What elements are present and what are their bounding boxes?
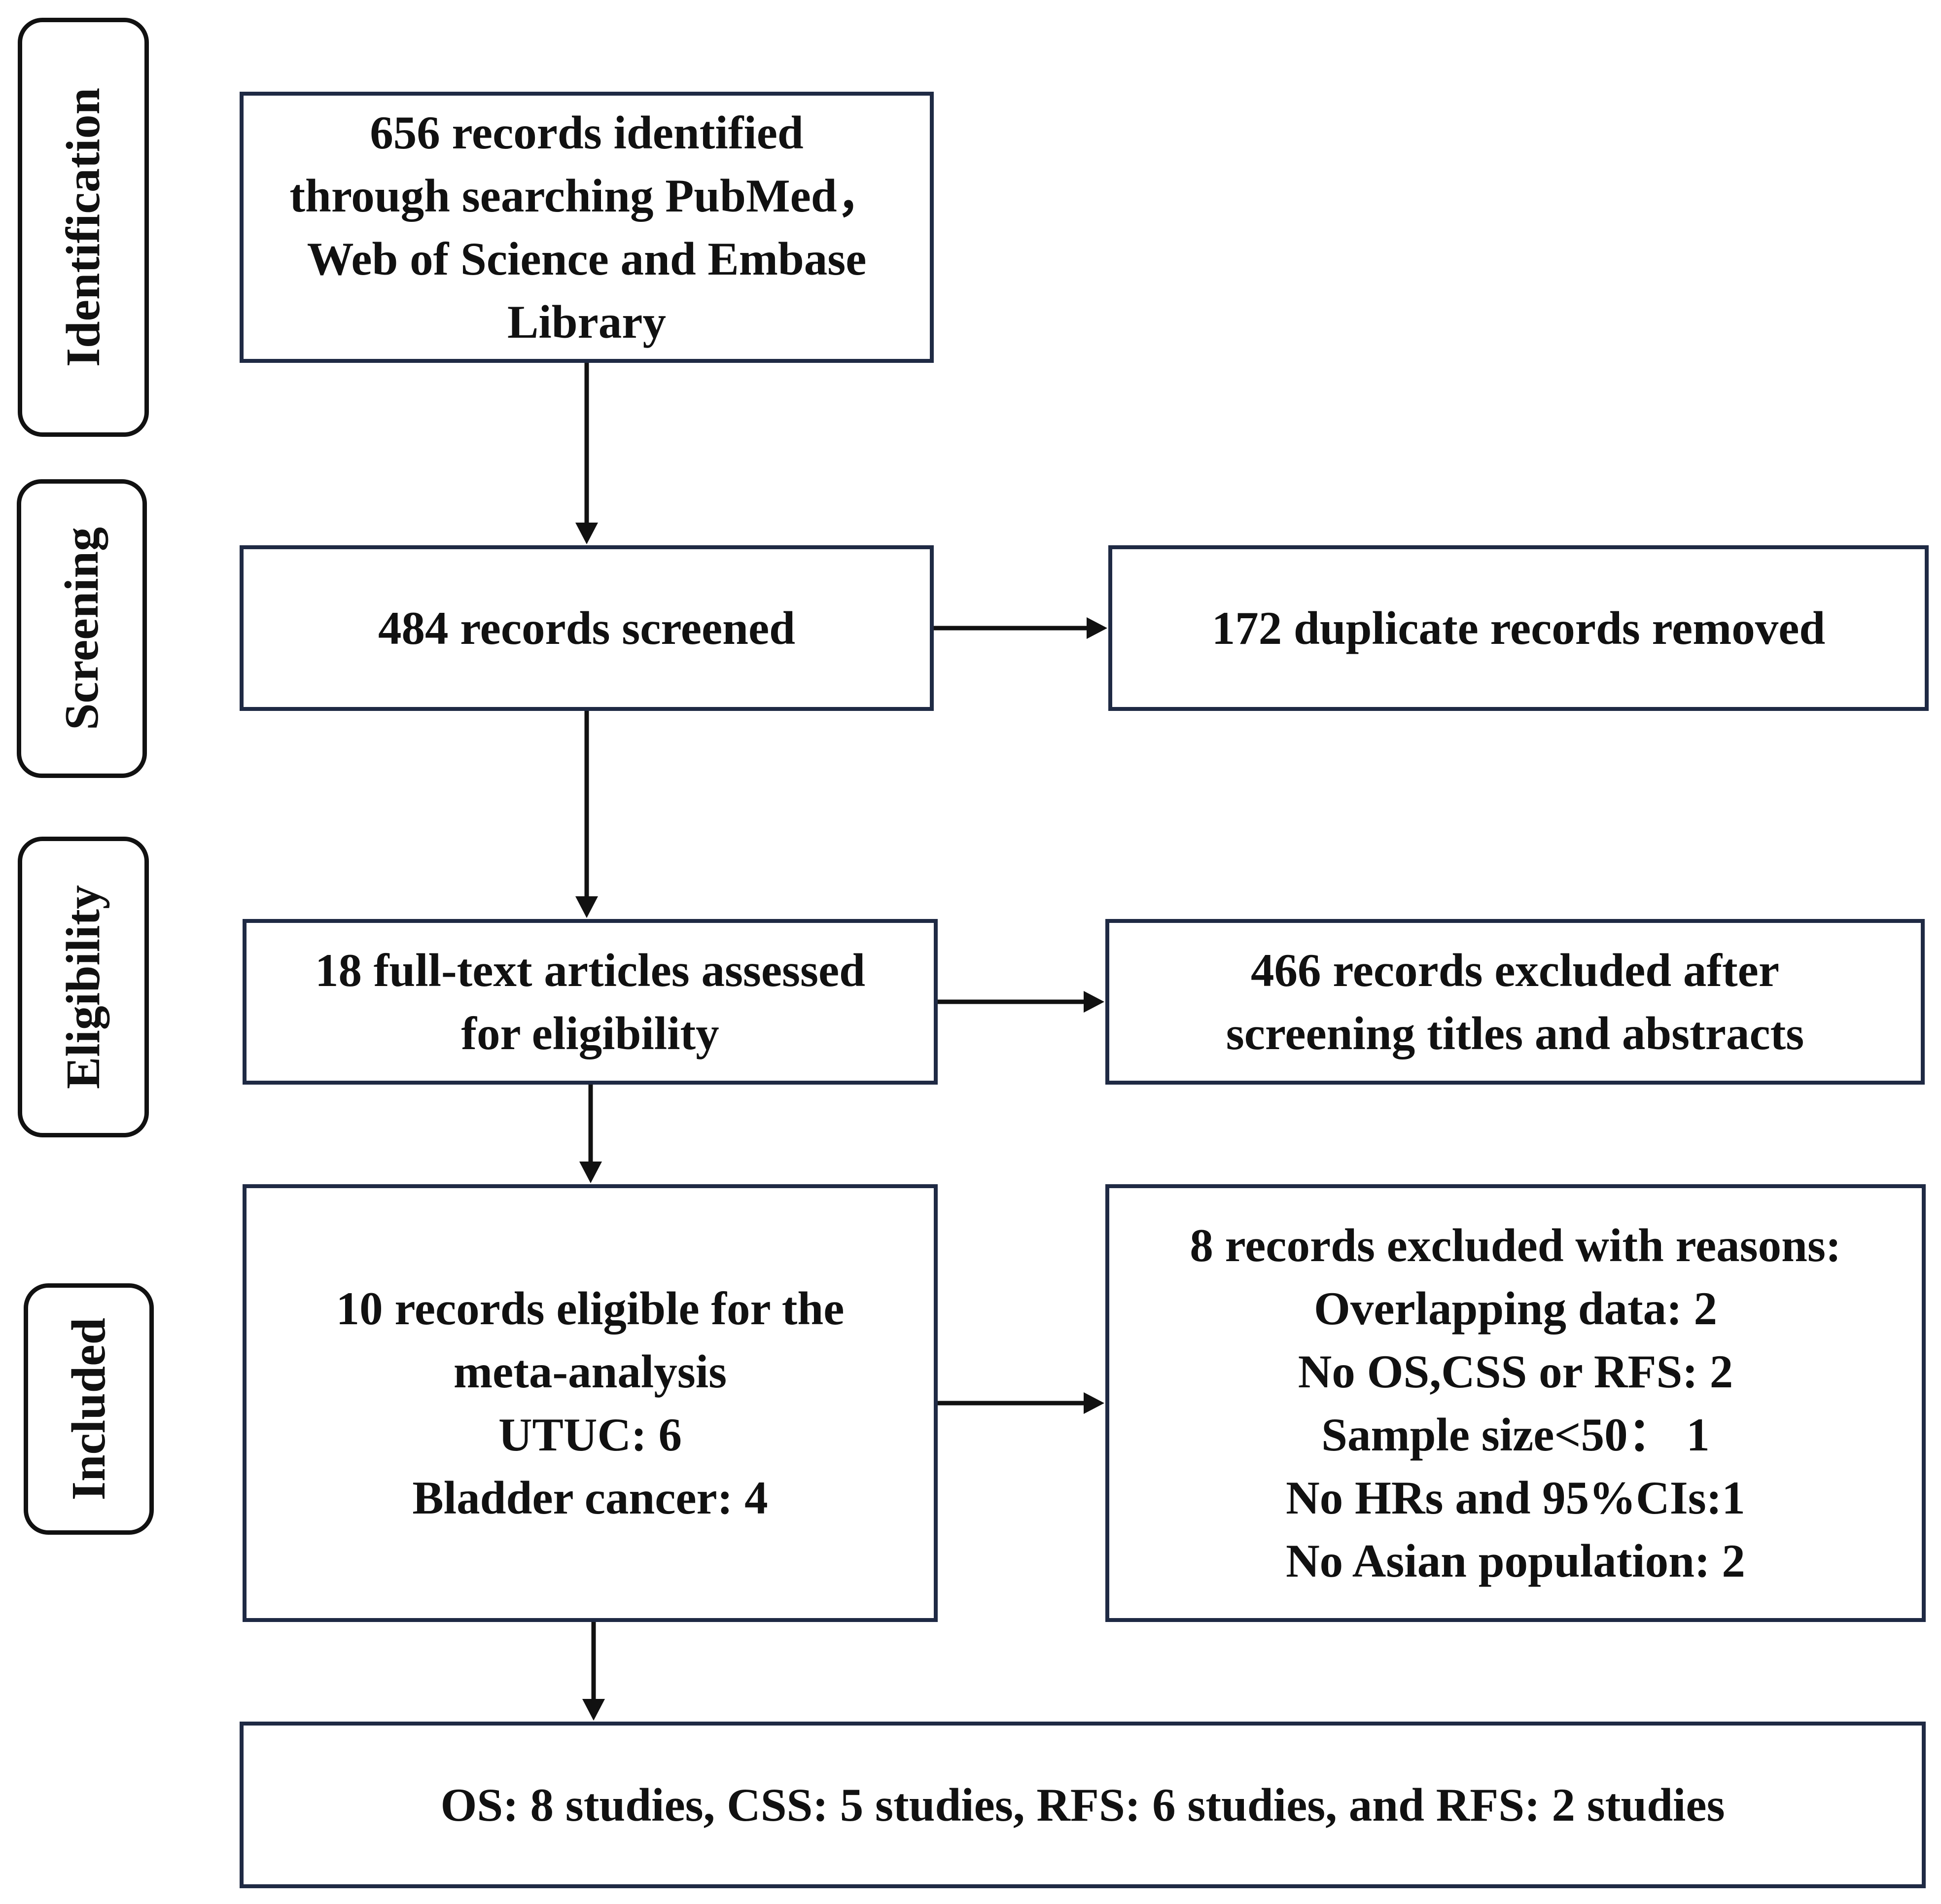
- identified-line-3: Web of Science and Embase: [307, 233, 867, 285]
- arrow-fulltext-to-excluded-titles: [938, 991, 1104, 1013]
- eligible-line-1: 10 records eligible for the: [336, 1282, 845, 1335]
- excluded-reasons-box: 8 records excluded with reasons: Overlap…: [1105, 1184, 1926, 1622]
- excluded-titles-box: 466 records excluded after screening tit…: [1105, 919, 1925, 1085]
- excluded-reasons-line-3: No OS,CSS or RFS: 2: [1298, 1345, 1733, 1398]
- fulltext-line-2: for eligibility: [461, 1007, 719, 1059]
- identified-line-2: through searching PubMed，: [289, 170, 884, 222]
- duplicates-line-1: 172 duplicate records removed: [1211, 602, 1826, 654]
- identified-line-1: 656 records identified: [370, 106, 804, 159]
- excluded-reasons-line-4: Sample size<50： 1: [1321, 1409, 1710, 1461]
- arrow-fulltext-to-eligible: [579, 1085, 602, 1183]
- duplicates-box: 172 duplicate records removed: [1108, 545, 1929, 711]
- stage-included: Included: [24, 1283, 154, 1535]
- outcomes-box: OS: 8 studies, CSS: 5 studies, RFS: 6 st…: [240, 1722, 1926, 1888]
- excluded-reasons-line-5: No HRs and 95%CIs:1: [1286, 1472, 1745, 1524]
- excluded-titles-line-2: screening titles and abstracts: [1226, 1007, 1804, 1059]
- stage-eligibility: Eligibility: [18, 837, 149, 1137]
- excluded-reasons-line-2: Overlapping data: 2: [1313, 1282, 1718, 1335]
- excluded-titles-line-1: 466 records excluded after: [1251, 944, 1779, 996]
- identified-box: 656 records identified through searching…: [240, 92, 934, 363]
- arrow-screened-to-duplicates: [934, 617, 1107, 639]
- screened-line-1: 484 records screened: [378, 602, 795, 654]
- eligible-box: 10 records eligible for the meta-analysi…: [243, 1184, 938, 1622]
- stage-screening: Screening: [17, 479, 147, 778]
- eligible-line-4: Bladder cancer: 4: [412, 1472, 768, 1524]
- arrow-eligible-to-excluded-reasons: [938, 1392, 1104, 1414]
- screened-box: 484 records screened: [240, 545, 934, 711]
- fulltext-box: 18 full-text articles assessed for eligi…: [243, 919, 938, 1085]
- fulltext-line-1: 18 full-text articles assessed: [315, 944, 866, 996]
- identified-line-4: Library: [507, 296, 666, 348]
- outcomes-line-1: OS: 8 studies, CSS: 5 studies, RFS: 6 st…: [440, 1779, 1725, 1831]
- eligible-line-3: UTUC: 6: [498, 1409, 682, 1461]
- eligible-line-2: meta-analysis: [453, 1345, 727, 1398]
- stage-identification: Identification: [18, 18, 149, 437]
- excluded-reasons-line-1: 8 records excluded with reasons:: [1190, 1219, 1841, 1271]
- arrow-screened-to-fulltext: [575, 711, 598, 918]
- arrow-eligible-to-outcomes: [582, 1622, 605, 1721]
- excluded-reasons-line-6: No Asian population: 2: [1286, 1535, 1745, 1587]
- arrow-identified-to-screened: [575, 363, 598, 544]
